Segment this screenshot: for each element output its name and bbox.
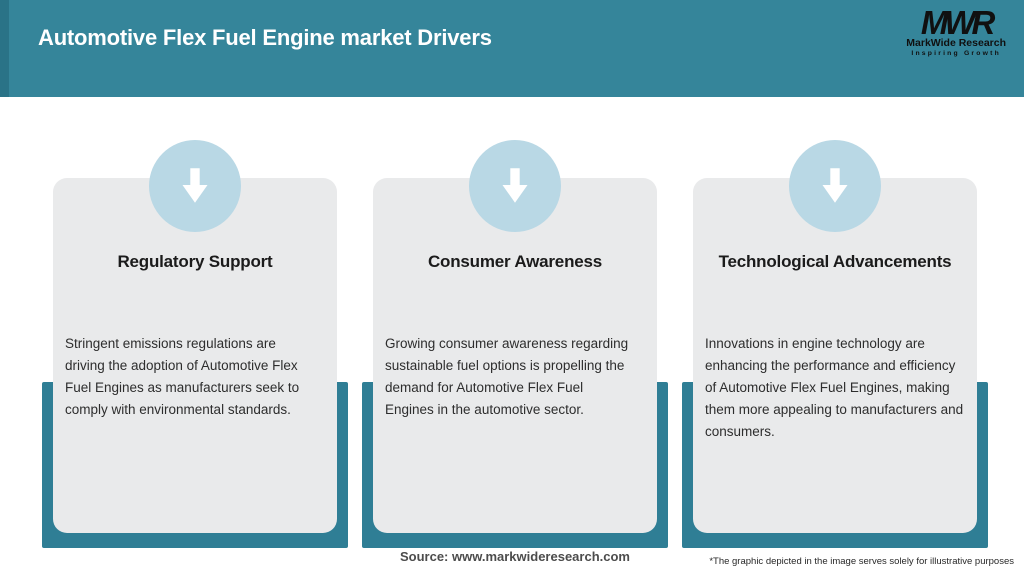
arrow-down-icon — [171, 155, 219, 217]
header-bar: Automotive Flex Fuel Engine market Drive… — [0, 0, 1024, 97]
page-title: Automotive Flex Fuel Engine market Drive… — [38, 25, 492, 50]
card-title: Consumer Awareness — [427, 252, 603, 271]
header-accent-strip — [0, 0, 9, 97]
arrow-circle-badge — [469, 140, 561, 232]
source-text: Source: www.markwideresearch.com — [399, 549, 630, 564]
arrow-circle-badge — [149, 140, 241, 232]
driver-group-consumer-awareness: Consumer Awareness Growing consumer awar… — [362, 140, 668, 548]
logo-name: MarkWide Research — [906, 37, 1006, 49]
card-body: Innovations in engine technology are enh… — [705, 336, 964, 439]
driver-group-technological-advancements: Technological Advancements Innovations i… — [682, 140, 988, 548]
driver-group-regulatory-support: Regulatory Support Stringent emissions r… — [42, 140, 348, 548]
markwide-research-logo: MWR MarkWide Research Inspiring Growth — [906, 4, 1006, 58]
driver-card: Technological Advancements Innovations i… — [693, 178, 977, 533]
logo-tagline: Inspiring Growth — [911, 50, 1001, 57]
driver-card: Consumer Awareness Growing consumer awar… — [373, 178, 657, 533]
driver-card: Regulatory Support Stringent emissions r… — [53, 178, 337, 533]
mwr-monogram-icon: MWR — [920, 4, 995, 41]
card-body: Stringent emissions regulations are driv… — [65, 336, 300, 417]
arrow-down-icon — [491, 155, 539, 217]
card-title: Regulatory Support — [117, 252, 273, 271]
card-body: Growing consumer awareness regarding sus… — [385, 336, 629, 417]
arrow-circle-badge — [789, 140, 881, 232]
card-title: Technological Advancements — [718, 252, 952, 271]
disclaimer-text: *The graphic depicted in the image serve… — [709, 556, 1014, 567]
arrow-down-icon — [811, 155, 859, 217]
